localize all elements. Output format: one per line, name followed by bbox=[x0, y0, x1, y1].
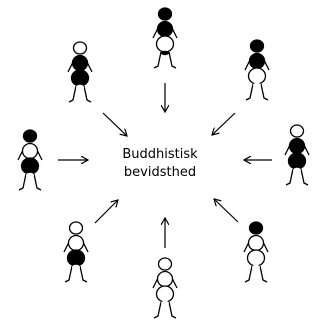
arrow-bottom-right bbox=[214, 199, 239, 223]
figure-top-right-belly bbox=[247, 67, 267, 85]
figure-bottom-left-chest bbox=[67, 234, 85, 252]
figure-bottom bbox=[152, 257, 178, 319]
figure-top-left-belly bbox=[70, 69, 90, 87]
figure-top-right bbox=[244, 39, 270, 101]
arrow-bottom-left bbox=[94, 200, 118, 224]
figure-bottom-left bbox=[63, 221, 89, 283]
center-label: Buddhistisk bevidsthed bbox=[100, 146, 220, 182]
figure-bottom-right-hips bbox=[252, 264, 260, 270]
figure-left-chest bbox=[21, 142, 39, 160]
center-label-line-2: bevidsthed bbox=[123, 165, 197, 180]
figure-top-right-chest bbox=[248, 52, 266, 70]
figure-top-left-head bbox=[72, 41, 88, 55]
figure-right-chest bbox=[288, 137, 306, 155]
figure-bottom-left-head bbox=[68, 221, 84, 235]
figure-left-legs bbox=[18, 173, 42, 191]
arrow-top-right bbox=[212, 112, 236, 135]
figure-bottom-legs bbox=[153, 301, 177, 319]
figure-top-head bbox=[157, 7, 173, 21]
figure-bottom-right-belly bbox=[246, 249, 266, 267]
figure-top-belly bbox=[155, 35, 175, 53]
figure-left-belly bbox=[20, 157, 40, 175]
figure-right-legs bbox=[285, 168, 309, 186]
arrows-layer bbox=[58, 83, 272, 248]
figure-bottom-chest bbox=[156, 270, 174, 288]
figure-top-left-legs bbox=[68, 85, 92, 103]
figure-top-hips bbox=[161, 50, 169, 56]
figure-right bbox=[284, 124, 310, 186]
figure-right-head bbox=[289, 124, 305, 138]
figure-bottom-right-head bbox=[248, 221, 264, 235]
figure-top-chest bbox=[156, 20, 174, 38]
figure-top-left-hips bbox=[76, 84, 84, 90]
arrow-top-left bbox=[102, 112, 127, 136]
figure-bottom-right bbox=[243, 221, 269, 283]
figure-top-right-hips bbox=[253, 82, 261, 88]
figure-bottom-hips bbox=[161, 300, 169, 306]
figure-top bbox=[152, 7, 178, 69]
figure-right-hips bbox=[293, 167, 301, 173]
figures-layer bbox=[17, 7, 310, 319]
figure-left-hips bbox=[26, 172, 34, 178]
figure-top-right-head bbox=[249, 39, 265, 53]
figure-bottom-belly bbox=[155, 285, 175, 303]
figure-left-head bbox=[22, 129, 38, 143]
figure-bottom-head bbox=[157, 257, 173, 271]
center-label-line-1: Buddhistisk bbox=[122, 147, 198, 162]
figure-bottom-right-legs bbox=[244, 265, 268, 283]
figure-bottom-left-belly bbox=[66, 249, 86, 267]
figure-bottom-left-legs bbox=[64, 265, 88, 283]
figure-top-left-chest bbox=[71, 54, 89, 72]
figure-bottom-left-hips bbox=[72, 264, 80, 270]
figure-right-belly bbox=[287, 152, 307, 170]
figure-top-left bbox=[67, 41, 93, 103]
figure-top-right-legs bbox=[245, 83, 269, 101]
figure-bottom-right-chest bbox=[247, 234, 265, 252]
figure-left bbox=[17, 129, 43, 191]
figure-top-legs bbox=[153, 51, 177, 69]
